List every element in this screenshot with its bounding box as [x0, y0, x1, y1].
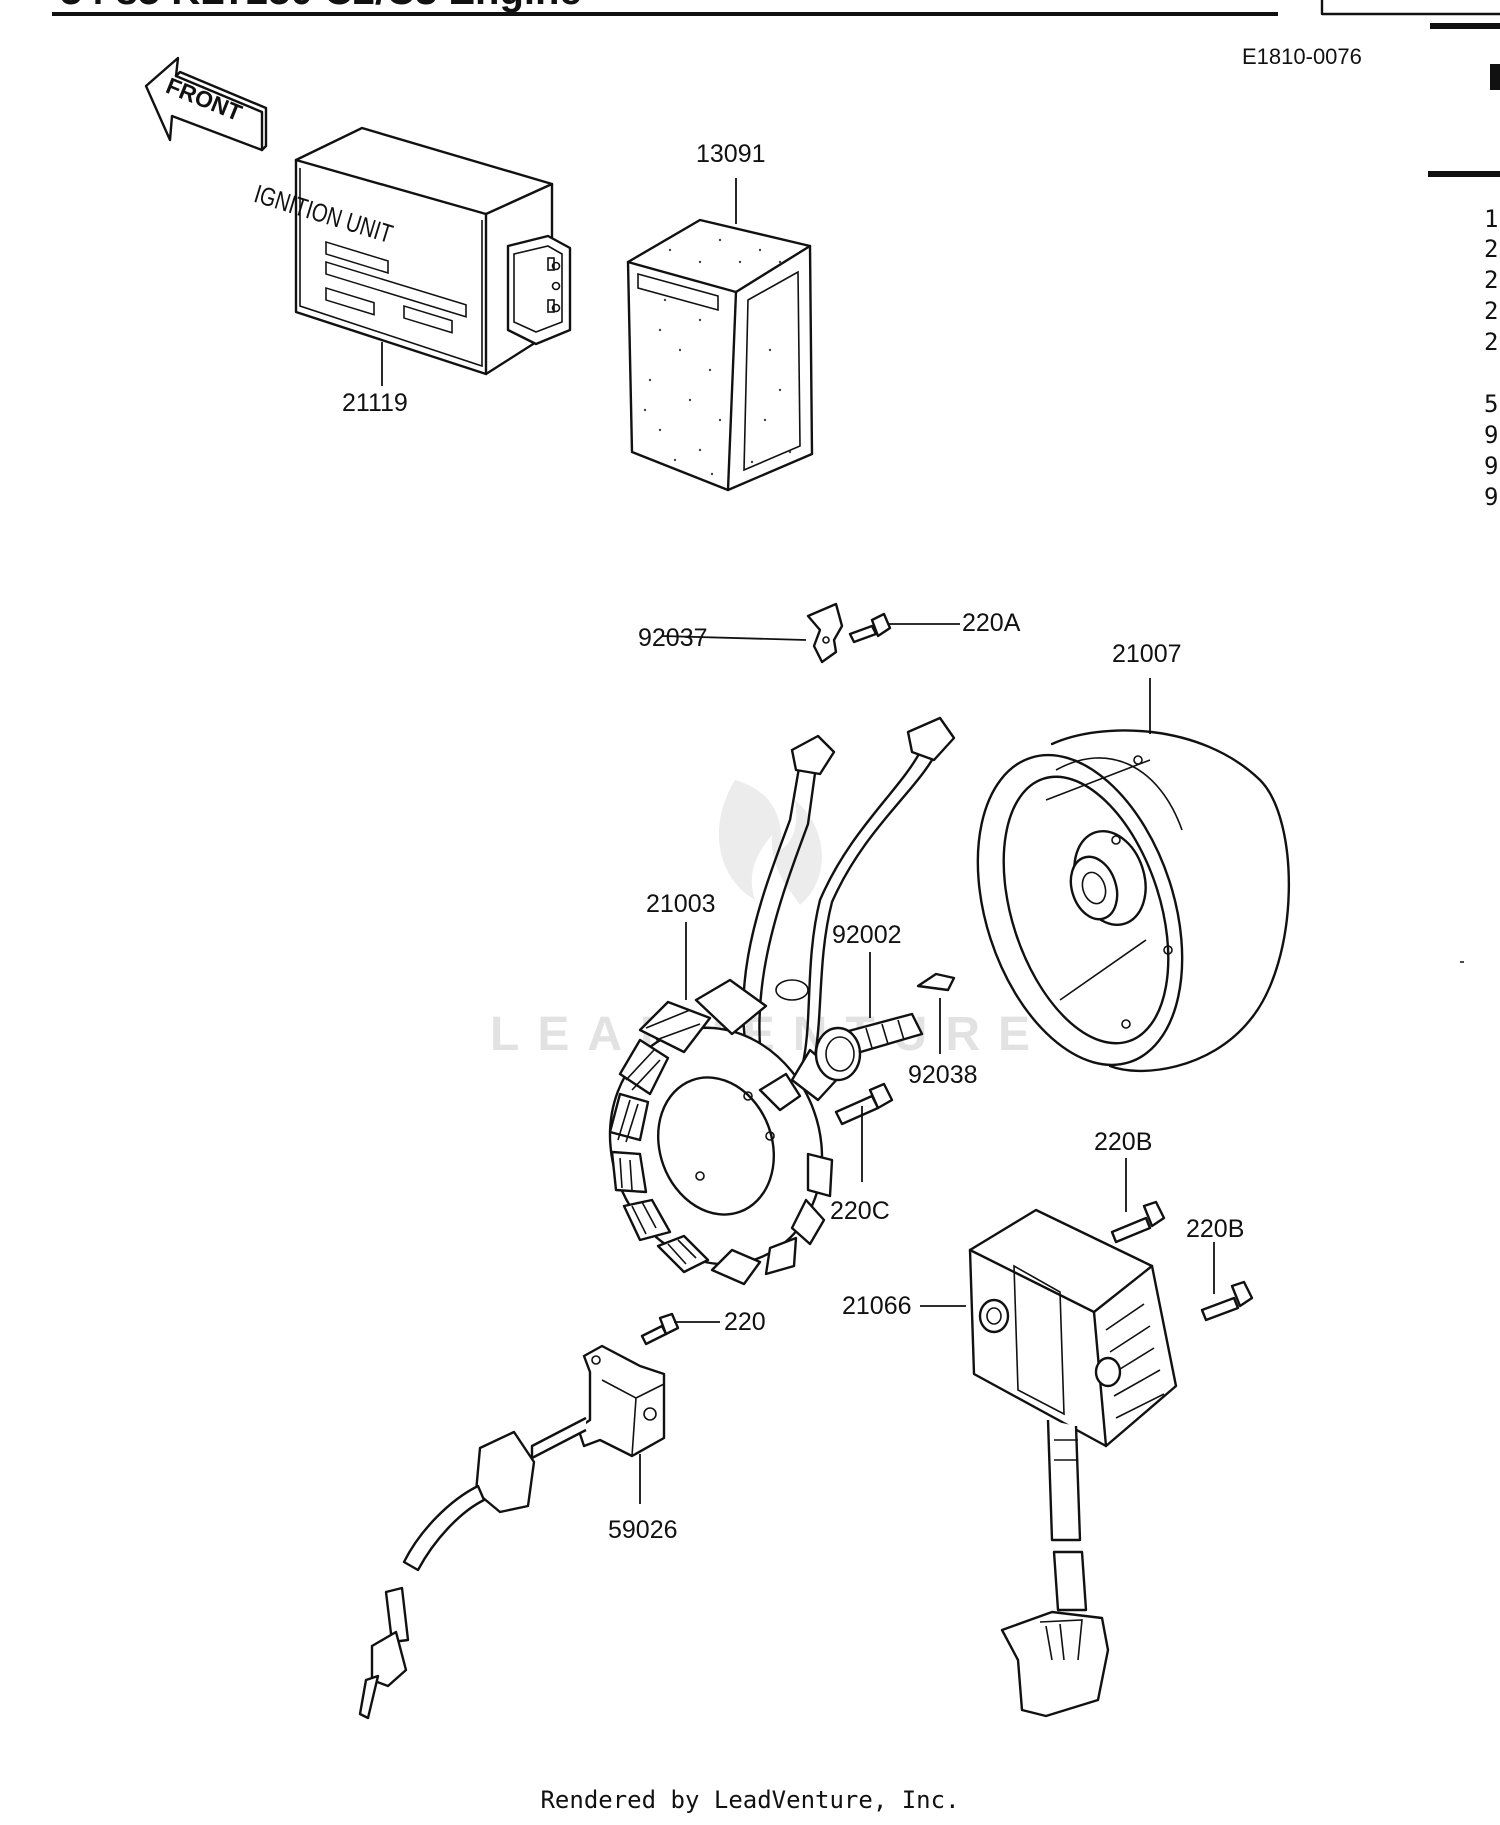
cover-box-icon — [626, 218, 814, 492]
pulser-coil-icon — [358, 1344, 666, 1720]
screw-220-icon — [640, 1312, 680, 1346]
part-label-13091: 13091 — [696, 140, 766, 168]
screw-220b-icon — [1200, 1280, 1254, 1322]
regulator-icon — [968, 1208, 1178, 1718]
part-label-92037: 92037 — [638, 624, 708, 652]
flywheel-icon — [976, 729, 1291, 1073]
side-item: 2 — [1484, 297, 1498, 325]
bolt-92002-icon — [814, 1012, 924, 1082]
side-item: 2 — [1484, 235, 1498, 263]
part-label-59026: 59026 — [608, 1516, 678, 1544]
side-item: 1 — [1484, 205, 1498, 233]
key-92038-icon — [916, 972, 956, 992]
clamp-icon — [806, 602, 844, 664]
side-item: 2 — [1484, 328, 1498, 356]
side-item: 9 — [1484, 452, 1498, 480]
side-item: 9 — [1484, 421, 1498, 449]
stator-icon — [608, 716, 956, 1286]
screw-220a-icon — [848, 612, 892, 644]
side-item: 9 — [1484, 483, 1498, 511]
front-arrow-icon: FRONT — [144, 56, 268, 152]
part-label-21119: 21119 — [342, 389, 408, 417]
part-label-220a: 220A — [962, 609, 1021, 637]
side-column: 1 2 2 2 2 5 9 9 9 — [1484, 64, 1500, 511]
header-title: 54 85 KLT250 C2/C3 Engine — [60, 0, 582, 13]
screw-220c-icon — [834, 1082, 894, 1126]
side-item: 2 — [1484, 266, 1498, 294]
part-label-21003: 21003 — [646, 890, 716, 918]
part-label-220: 220 — [724, 1308, 766, 1336]
part-label-21066: 21066 — [842, 1292, 912, 1320]
screw-220b-icon — [1110, 1200, 1166, 1244]
part-label-92002: 92002 — [832, 921, 902, 949]
side-item: 5 — [1484, 390, 1498, 418]
part-label-220b-2: 220B — [1186, 1215, 1244, 1243]
page-header: 54 85 KLT250 C2/C3 Engine E1810-0076 — [52, 0, 1500, 177]
ignition-unit-icon: IGNITION UNIT — [251, 126, 572, 376]
part-label-220b-1: 220B — [1094, 1128, 1152, 1156]
footer-credit: Rendered by LeadVenture, Inc. — [540, 1786, 960, 1814]
watermark: LEADVENTURE — [490, 780, 1030, 1061]
part-label-220c: 220C — [830, 1197, 890, 1225]
part-label-92038: 92038 — [908, 1061, 978, 1089]
reference-code: E1810-0076 — [1242, 44, 1362, 69]
part-label-21007: 21007 — [1112, 640, 1182, 668]
